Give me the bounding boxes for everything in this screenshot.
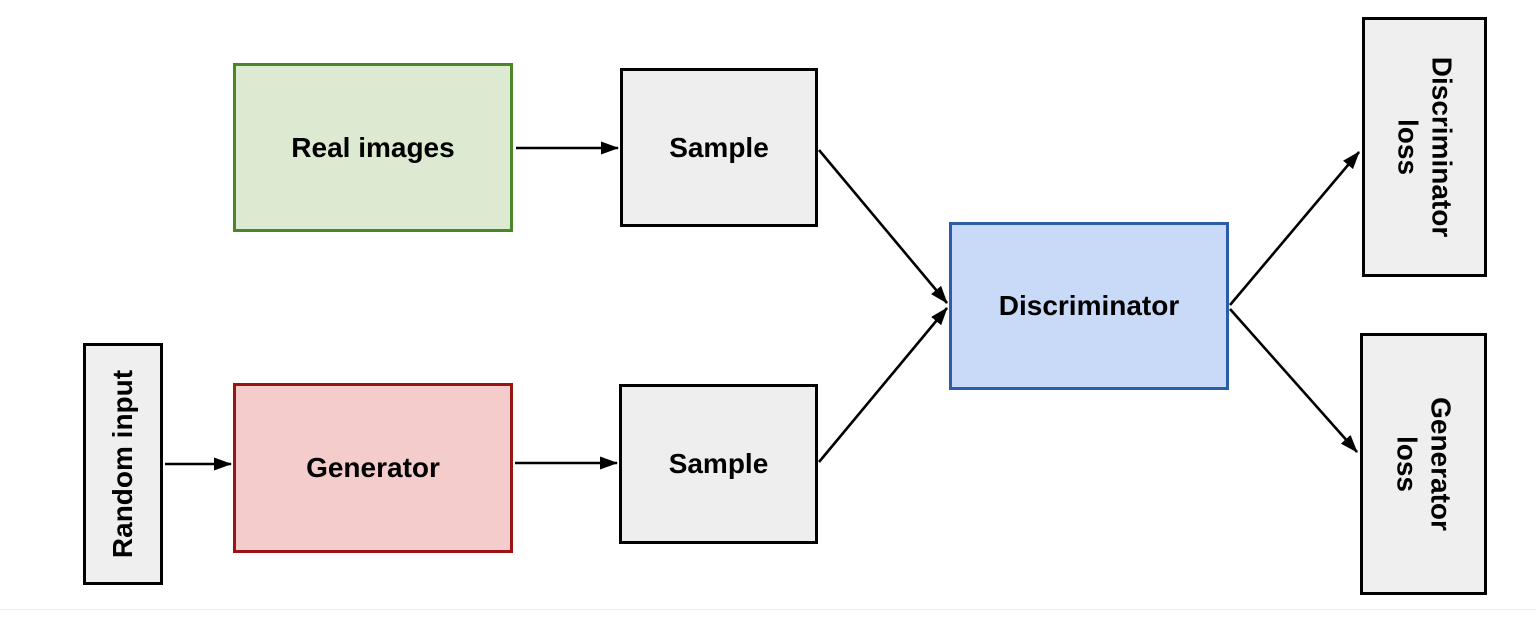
generator-loss-line1: Generator: [1425, 397, 1457, 531]
random-input-label: Random input: [107, 369, 139, 559]
node-generator: Generator: [233, 383, 513, 553]
discriminator-loss-line2: loss: [1392, 118, 1424, 176]
node-real-images: Real images: [233, 63, 513, 232]
node-random-input: Random input: [83, 343, 163, 585]
generator-loss-label: Generator loss: [1390, 397, 1457, 531]
node-discriminator: Discriminator: [949, 222, 1229, 390]
node-sample-bottom: Sample: [619, 384, 818, 544]
canvas-bottom-edge: [0, 609, 1536, 610]
arrow-discriminator-to-discriminator-loss: [1229, 151, 1360, 306]
sample-top-label: Sample: [669, 131, 769, 163]
arrow-discriminator-to-generator-loss: [1229, 308, 1358, 453]
node-generator-loss: Generator loss: [1360, 333, 1487, 595]
arrow-sample-bottom-to-discriminator: [818, 307, 948, 463]
node-discriminator-loss: Discriminator loss: [1362, 17, 1487, 277]
sample-bottom-label: Sample: [668, 448, 769, 480]
real-images-label: Real images: [291, 131, 455, 163]
discriminator-label: Discriminator: [998, 290, 1180, 322]
discriminator-loss-label: Discriminator loss: [1391, 57, 1458, 238]
discriminator-loss-line1: Discriminator: [1426, 56, 1458, 238]
generator-label: Generator: [306, 452, 440, 484]
node-sample-top: Sample: [620, 68, 818, 227]
generator-loss-line2: loss: [1391, 435, 1423, 493]
arrow-sample-top-to-discriminator: [818, 149, 948, 304]
